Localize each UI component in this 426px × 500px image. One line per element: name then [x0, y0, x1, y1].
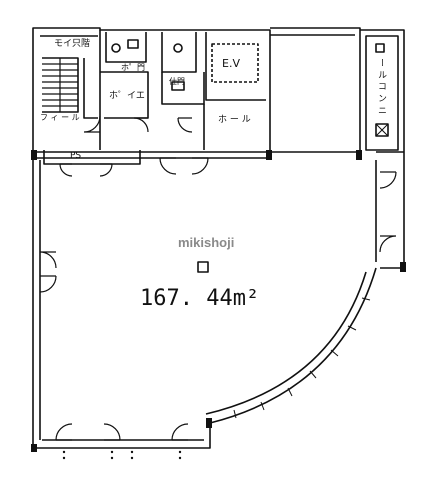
door-left-a: [39, 251, 57, 269]
door-bottom-a: [55, 423, 73, 441]
door-left-b: [39, 275, 57, 293]
wall-curve-inner: [205, 271, 367, 415]
label-hall: ホ ー ル: [218, 115, 251, 125]
balcony-box: [375, 123, 389, 137]
fixture-wc-1: [111, 43, 121, 53]
wall-post-6: [31, 444, 37, 452]
door-main-a: [159, 157, 177, 175]
entry-dots: [62, 450, 182, 460]
wall-balcony-outer: [360, 29, 405, 269]
wall-wc-c: [161, 72, 205, 105]
wall-core-bottom: [33, 151, 271, 159]
fixture-wc-2: [173, 43, 183, 53]
area-label: 167. 44m²: [140, 286, 260, 311]
watermark: mikishoji: [178, 235, 235, 250]
door-ps-b: [99, 163, 113, 177]
wall-post-2: [266, 150, 272, 160]
wall-bottom: [42, 423, 211, 449]
label-ev: E.V: [222, 57, 240, 70]
door-bottom-c: [171, 423, 189, 441]
label-kitchen: ホ゜イエ: [109, 91, 145, 101]
balcony-small-box: [375, 43, 385, 53]
wall-core-top: [32, 27, 271, 152]
wall-ps: [43, 150, 141, 165]
door-kitchen: [133, 117, 149, 133]
fixture-sink-2: [171, 81, 185, 91]
label-stairs-sub: フ ィ ー ル: [40, 113, 80, 122]
door-stair: [83, 115, 101, 133]
stairs-right-wall: [83, 58, 98, 119]
label-female-wc: 仕門: [169, 77, 185, 86]
label-male-wc: ホ゜門: [121, 63, 145, 72]
wall-top-right: [270, 27, 361, 152]
door-ps-a: [59, 163, 73, 177]
stairs-treads: [42, 58, 78, 112]
door-hall: [177, 117, 193, 133]
wall-ev-inner: [211, 43, 259, 83]
label-balcony: ー ル コ ン ニ: [376, 58, 386, 115]
wall-wc-b: [161, 32, 197, 73]
wall-curve-outer: [209, 267, 377, 424]
balcony-box-x: [375, 123, 389, 137]
door-balcony-a: [379, 171, 397, 189]
label-ps: PS: [70, 151, 82, 161]
wall-post-3: [356, 150, 362, 160]
fixture-sink-1: [127, 39, 139, 49]
column-marker: [197, 261, 209, 273]
wall-kitchen: [100, 71, 149, 119]
facade-window-marks: [233, 297, 371, 419]
wall-post-4: [400, 262, 406, 272]
label-stairs: モイ只階: [54, 39, 91, 49]
wall-post-1: [31, 150, 37, 160]
door-main-b: [191, 157, 209, 175]
wall-wc-a: [105, 32, 147, 63]
wall-post-5: [206, 418, 212, 428]
door-bottom-b: [103, 423, 121, 441]
wall-ev: [205, 32, 266, 101]
wall-balcony-inner: [365, 35, 399, 151]
door-balcony-b: [379, 235, 397, 253]
